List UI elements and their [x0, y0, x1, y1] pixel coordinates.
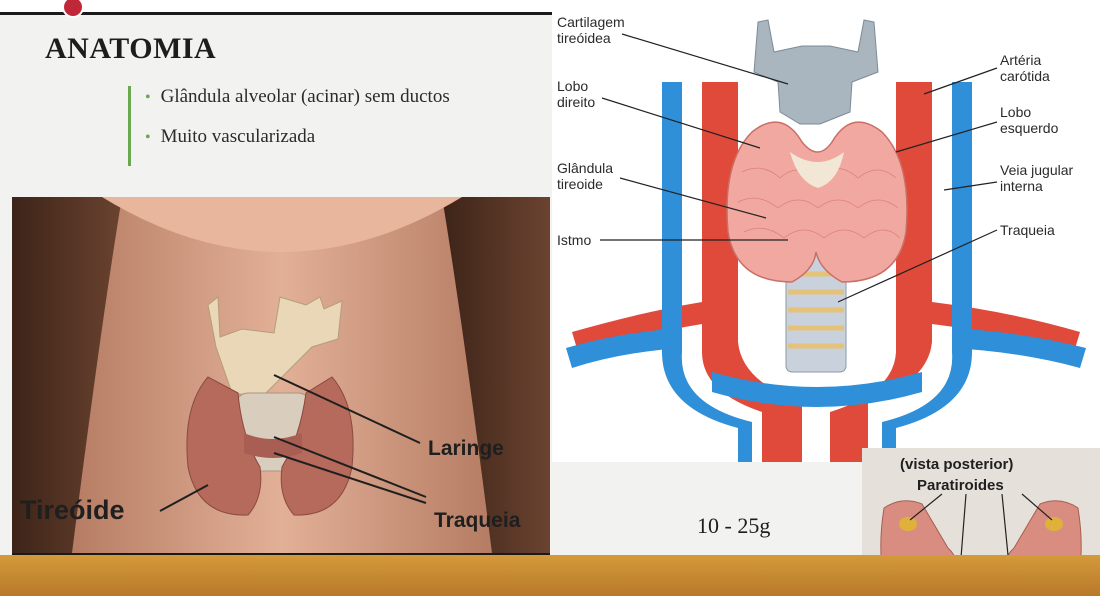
label-gland: Glândula tireoide [557, 160, 613, 192]
label-left-lobe: Lobo esquerdo [1000, 104, 1058, 136]
label-larynx: Laringe [428, 437, 504, 461]
label-parathyroid: Paratiroides [917, 477, 1004, 494]
bullet-item: • Glândula alveolar (acinar) sem ductos [145, 86, 565, 108]
bullet-dot-icon: • [145, 89, 151, 106]
bullet-item: • Muito vascularizada [145, 126, 565, 148]
label-trachea: Traqueia [434, 509, 520, 533]
label-carotid: Artéria carótida [1000, 52, 1050, 84]
label-right-lobe: Lobo direito [557, 78, 595, 110]
label-thyroid: Tireóide [20, 495, 125, 526]
bullet-text: Muito vascularizada [161, 126, 316, 147]
bullet-text: Glândula alveolar (acinar) sem ductos [161, 86, 450, 107]
slide-title: ANATOMIA [45, 32, 216, 66]
posterior-view-title: (vista posterior) [900, 456, 1013, 473]
bullet-list: • Glândula alveolar (acinar) sem ductos •… [128, 86, 565, 166]
thyroid-weight: 10 - 25g [697, 513, 770, 539]
recording-dot-icon [62, 0, 84, 18]
label-jugular: Veia jugular interna [1000, 162, 1073, 194]
thyroid-cartilage [754, 20, 878, 124]
parathyroid-gland-right [899, 517, 917, 531]
label-isthmus: Istmo [557, 232, 591, 248]
label-cartilage: Cartilagem tireóidea [557, 14, 625, 46]
parathyroid-gland-left [1045, 517, 1063, 531]
bottom-decorative-strip [0, 555, 1100, 596]
neck-thyroid-photo: Laringe Tireóide Traqueia [12, 197, 550, 557]
label-trachea: Traqueia [1000, 222, 1055, 238]
thyroid-diagram: Cartilagem tireóidea Lobo direito Glându… [552, 12, 1100, 462]
bullet-dot-icon: • [145, 129, 151, 146]
